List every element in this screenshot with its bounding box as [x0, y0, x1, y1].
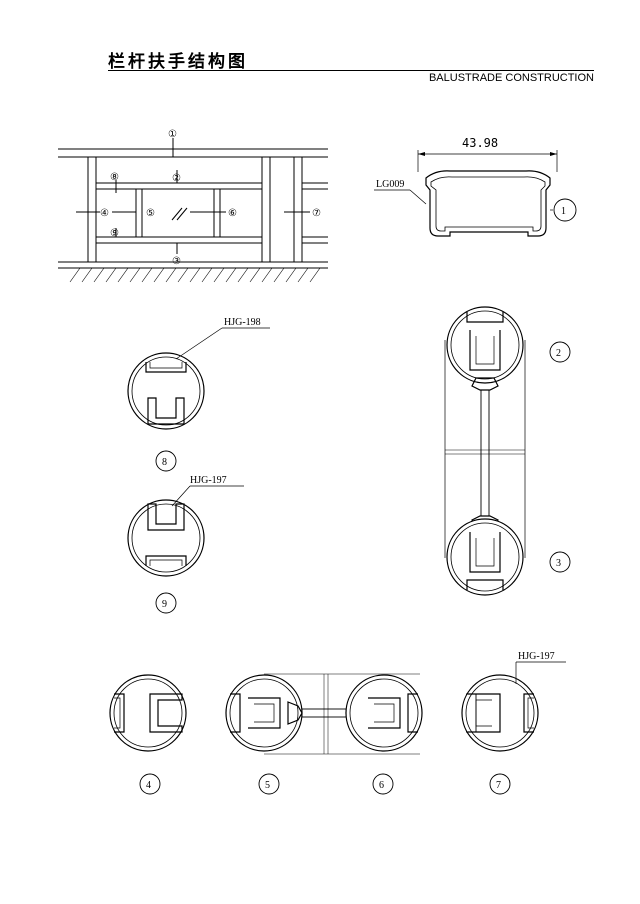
callout-3: ③ — [172, 256, 181, 267]
section-5-6 — [225, 673, 423, 795]
section-4 — [109, 674, 187, 795]
handrail-dimension: 43.98 — [462, 136, 498, 150]
section-2-number: 2 — [556, 348, 561, 359]
title-rule — [108, 70, 594, 71]
section-9-code: HJG-197 — [190, 475, 227, 486]
callout-8: ⑧ — [110, 172, 119, 183]
section-5-number: 5 — [265, 780, 270, 791]
drawing-title-en: BALUSTRADE CONSTRUCTION — [428, 72, 594, 84]
section-9 — [127, 485, 244, 614]
section-7-code: HJG-197 — [518, 651, 555, 662]
callout-4: ④ — [100, 208, 109, 219]
callout-5: ⑤ — [146, 208, 155, 219]
section-8-code: HJG-198 — [224, 317, 261, 328]
section-3-number: 3 — [556, 558, 561, 569]
balustrade-elevation — [58, 138, 328, 283]
callout-6: ⑥ — [228, 208, 237, 219]
detail-1-number: 1 — [561, 206, 566, 217]
callout-1: ① — [168, 129, 177, 140]
callout-2: ② — [172, 173, 181, 184]
callout-9: ⑨ — [110, 228, 119, 239]
section-9-number: 9 — [162, 599, 167, 610]
section-2-3 — [444, 306, 571, 596]
handrail-profile — [374, 150, 577, 237]
callout-7: ⑦ — [312, 208, 321, 219]
section-4-number: 4 — [146, 780, 151, 791]
drawing-title-cn: 栏杆扶手结构图 — [108, 52, 248, 72]
section-8 — [127, 327, 270, 472]
section-7-number: 7 — [496, 780, 501, 791]
elevation-callouts: ① ② ③ ④ ⑤ ⑥ ⑦ ⑧ ⑨ — [100, 129, 321, 267]
section-6-number: 6 — [379, 780, 384, 791]
section-7 — [461, 661, 566, 795]
detail-1-bubble — [553, 198, 577, 222]
profile-code-lg009: LG009 — [376, 179, 404, 190]
section-8-number: 8 — [162, 457, 167, 468]
